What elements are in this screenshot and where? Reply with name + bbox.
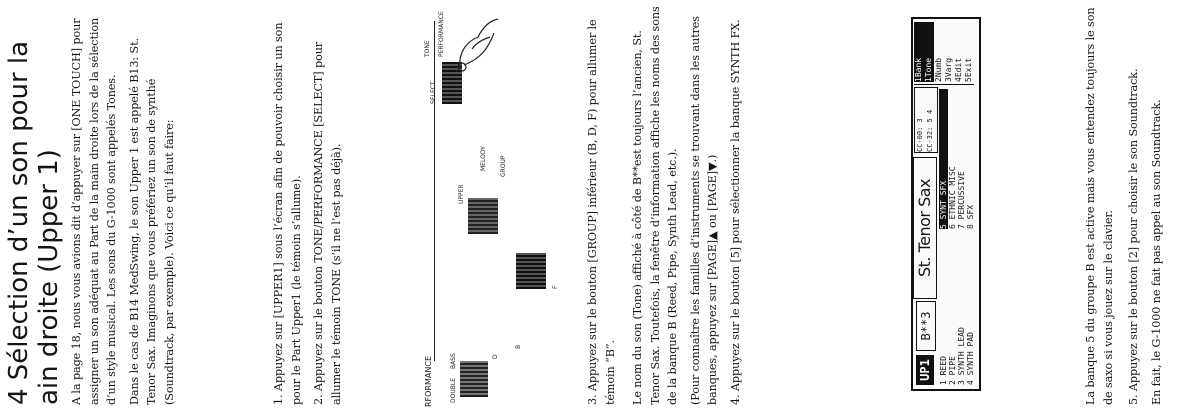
- label-f: F: [552, 285, 559, 289]
- lcd-side-tab-3[interactable]: 3Varg: [944, 57, 953, 82]
- button-pair-bass[interactable]: [460, 361, 488, 397]
- lcd-cc-box: CC-00: 3 CC-32: 5 4: [914, 87, 938, 153]
- lcd-list-item-selected: 5 SYNT SFX: [939, 89, 948, 229]
- figure-rule: [434, 21, 435, 361]
- step-4: 4. Appuyez sur le bouton [5] pour sélect…: [728, 19, 742, 405]
- lcd-side-menu: 1Bank 1Tone 2Numb 3Varg 4Edit 5Exit: [914, 22, 974, 85]
- lcd-list-item: 8 SFX: [966, 204, 975, 229]
- page-tip: (Pour connaître les familles d’instrumen…: [688, 16, 720, 405]
- lcd-sub-value: 4: [926, 109, 934, 115]
- lcd-side-tab-5[interactable]: 5Exit: [964, 57, 973, 82]
- lcd-cc32-value: 5: [926, 118, 934, 123]
- info-paragraph: Le nom du son (Tone) affiché à côté de B…: [631, 6, 679, 405]
- label-upper: UPPER: [458, 184, 465, 204]
- step-2: 2. Appuyez sur le bouton TONE/PERFORMANC…: [312, 41, 343, 405]
- soundtrack-note: En fait, le G-1000 ne fait pas appel au …: [1149, 99, 1163, 405]
- lcd-list-item: 7 PERCUSSIVE: [957, 171, 966, 229]
- step-5: 5. Appuyez sur le bouton [2] pour choisi…: [1127, 68, 1140, 405]
- lcd-cc00-value: 3: [916, 118, 924, 123]
- lcd-right-list: 5 SYNT SFX 6 ETHNIC MISC 7 PERCUSSIVE 8 …: [939, 89, 975, 229]
- intro-paragraph-1: A la page 18, nous vous avions dit d’app…: [70, 17, 118, 405]
- lcd-list-item: 6 ETHNIC MISC: [948, 166, 957, 229]
- figure-heading: RFORMANCE: [424, 355, 433, 407]
- label-tone: TONE: [424, 40, 431, 57]
- lcd-list-item: 4 SYNTH PAD: [966, 332, 975, 385]
- lcd-side-tab-2[interactable]: 2Numb: [934, 57, 943, 82]
- label-group: GROUP: [500, 155, 507, 177]
- lcd-side-tab-1[interactable]: 1Tone: [924, 22, 934, 82]
- label-select: SELECT: [430, 81, 437, 104]
- lcd-left-list: 1 REED 2 PIPE 3 SYNTH LEAD 4 SYNTH PAD: [939, 235, 975, 385]
- lcd-part: UP1: [916, 355, 934, 385]
- label-melody: MELODY: [480, 146, 487, 171]
- lcd-screen: UP1 B**3 St. Tenor Sax CC-00: 3 CC-32: 5…: [911, 17, 981, 391]
- label-b: B: [515, 344, 522, 349]
- lcd-cc00-label: CC-00:: [916, 126, 924, 152]
- lcd-tone-name: St. Tenor Sax: [913, 157, 937, 299]
- section-title-line2: ain droite (Upper 1): [34, 149, 64, 405]
- lcd-cc32-label: CC-32:: [926, 126, 934, 152]
- lcd-list-item: 2 PIPE: [948, 356, 957, 385]
- step-3: 3. Appuyez sur le bouton [GROUP] inférie…: [586, 19, 617, 405]
- bank-active-paragraph: La banque 5 du groupe B est active mais …: [1084, 7, 1115, 405]
- button-group[interactable]: [516, 253, 546, 289]
- button-upper[interactable]: [468, 198, 498, 234]
- label-bass: BASS: [450, 353, 457, 369]
- label-d: D: [492, 354, 499, 359]
- lcd-list-item: 3 SYNTH LEAD: [957, 327, 966, 385]
- label-double: DOUBLE: [450, 378, 457, 403]
- lcd-bank: B**3: [916, 301, 936, 351]
- step-1: 1. Appuyez sur [UPPER1] sous l’écran afi…: [272, 22, 303, 405]
- section-title-line1: 4 Sélection d’un son pour la: [4, 40, 34, 405]
- lcd-side-tab-4[interactable]: 4Edit: [954, 57, 963, 82]
- lcd-side-top[interactable]: 1Bank: [914, 22, 924, 82]
- lcd-list-item: 1 REED: [939, 356, 948, 385]
- pressing-hand-icon: [457, 18, 499, 72]
- intro-paragraph-2: Dans le cas de B14 MedSwing, le son Uppe…: [127, 38, 176, 405]
- label-performance: PERFORMANCE: [438, 11, 445, 57]
